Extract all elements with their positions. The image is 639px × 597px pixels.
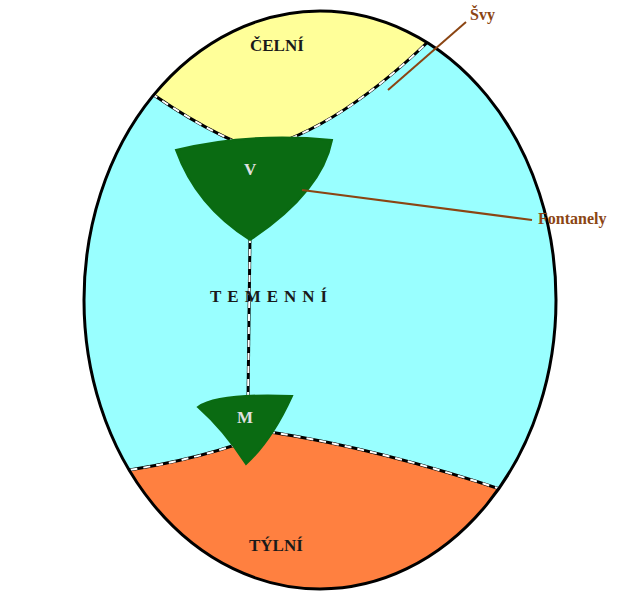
region-name: ČELNÍ <box>250 36 304 56</box>
fontanelle-box: V <box>240 158 260 182</box>
occipital-label-box: TÝLNÍ <box>245 534 307 558</box>
sagittal-suture-dash <box>248 236 250 400</box>
region-name: TÝLNÍ <box>249 536 303 556</box>
region-name: V <box>244 160 256 180</box>
suture-dash <box>120 30 440 150</box>
fontanelle-box: M <box>233 406 257 430</box>
suture-dash <box>40 432 600 525</box>
suture <box>120 30 440 150</box>
region-name: M <box>237 408 253 428</box>
region-name: TEMENNÍ <box>210 287 333 307</box>
sagittal-suture <box>248 236 250 400</box>
posterior-fontanelle <box>198 395 292 464</box>
leader-line <box>302 190 532 220</box>
leader-line <box>388 22 466 90</box>
parietal-label-box: TEMENNÍ <box>206 285 337 309</box>
frontal-label-box: ČELNÍ <box>246 34 308 58</box>
skull-outline <box>84 11 556 589</box>
frontal-region <box>60 0 600 150</box>
anterior-fontanelle <box>176 138 332 240</box>
suture <box>40 432 600 525</box>
fontanelle-label: Fontanely <box>538 210 606 228</box>
suture-label: Švy <box>470 6 495 24</box>
occipital-region <box>40 432 600 597</box>
